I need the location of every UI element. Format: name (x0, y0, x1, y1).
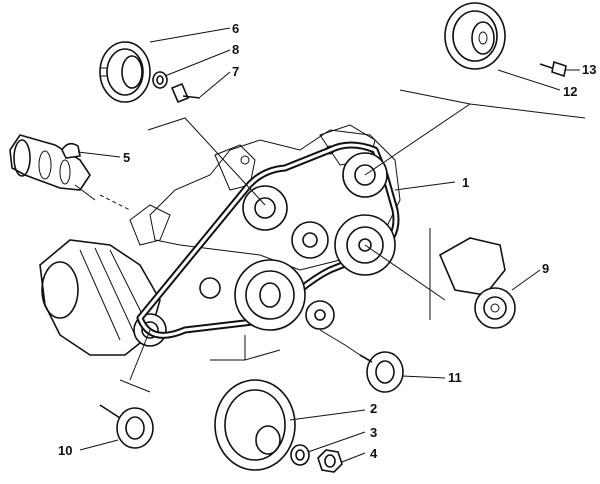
bolt-part-13 (539, 60, 567, 78)
washer-part-3 (290, 444, 310, 466)
pulley-part-6 (99, 41, 151, 103)
woodruff-key (61, 142, 81, 159)
callout-6: 6 (232, 21, 239, 36)
tensioner-part-9 (438, 237, 516, 329)
nut-part-4 (317, 449, 343, 473)
callout-4: 4 (370, 446, 378, 461)
engine-pulleys (199, 152, 396, 331)
pulley-part-12 (444, 2, 506, 70)
callout-5: 5 (123, 150, 130, 165)
callout-11: 11 (448, 370, 462, 385)
callout-1: 1 (462, 175, 469, 190)
callout-10: 10 (58, 443, 72, 458)
callout-7: 7 (232, 64, 239, 79)
callout-9: 9 (542, 261, 549, 276)
callout-3: 3 (370, 425, 377, 440)
callout-12: 12 (563, 84, 577, 99)
idler-part-10 (99, 404, 154, 449)
idler-part-11 (359, 351, 404, 393)
crank-pulley-part-2 (214, 379, 296, 471)
bolt-part-7 (170, 82, 201, 104)
leader-lines (77, 27, 580, 463)
crankshaft-shaft (9, 134, 96, 201)
callout-13: 13 (582, 62, 596, 77)
poly-v-belt (136, 141, 400, 339)
callout-labels: 1 2 3 4 5 6 7 8 9 10 11 12 13 (58, 21, 596, 461)
callout-2: 2 (370, 401, 377, 416)
washer-part-8 (152, 71, 168, 89)
callout-8: 8 (232, 42, 239, 57)
guide-lines (99, 89, 586, 393)
